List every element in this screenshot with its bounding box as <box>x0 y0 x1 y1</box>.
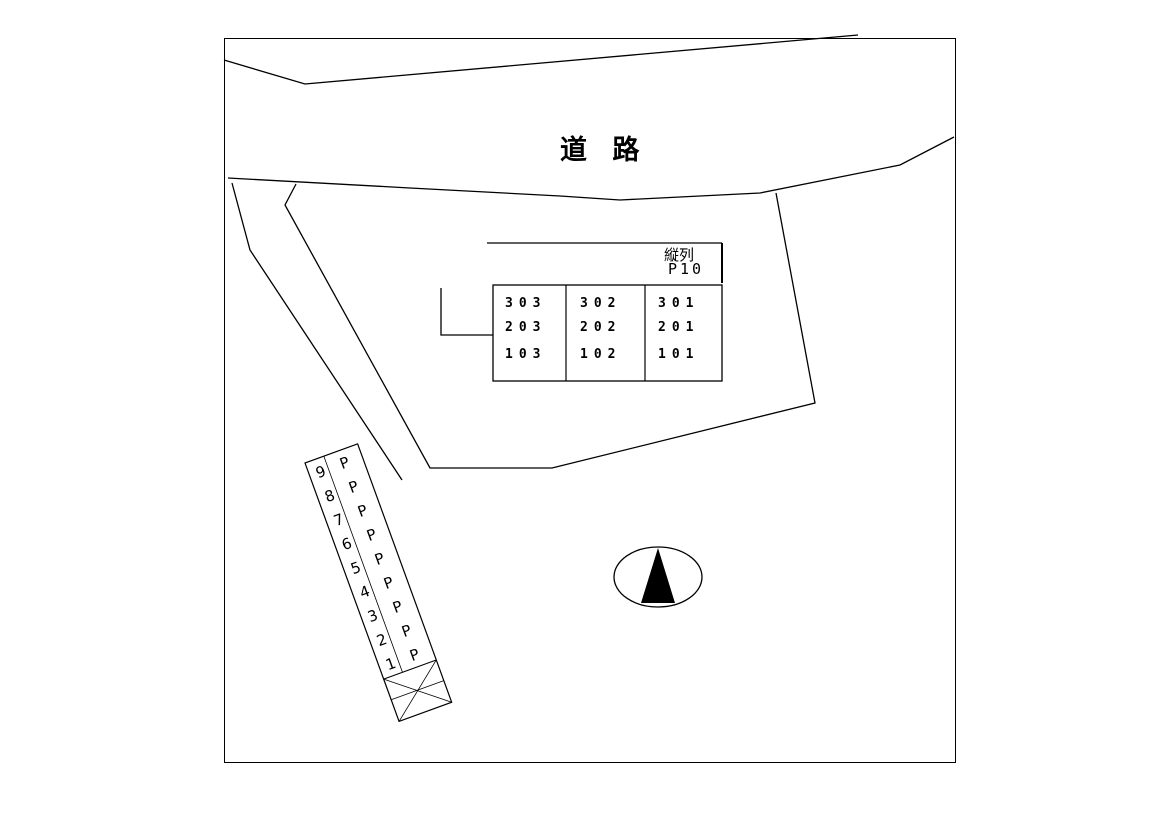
parking-note: 縦列 <box>664 246 695 264</box>
unit-label: 303 <box>505 296 547 311</box>
unit-label: 301 <box>658 296 700 311</box>
parking-strip <box>304 443 453 723</box>
unit-label: 202 <box>580 320 622 335</box>
entrance-line <box>440 288 493 336</box>
unit-label: 102 <box>580 347 622 362</box>
unit-label: 302 <box>580 296 622 311</box>
unit-label: 101 <box>658 347 700 362</box>
road-lower-edge <box>227 136 955 201</box>
map-frame <box>224 38 956 763</box>
lot-line-left <box>231 182 403 481</box>
site-boundary <box>284 183 816 469</box>
road-label: 道 路 <box>560 135 648 166</box>
unit-label: 201 <box>658 320 700 335</box>
parking-count: P10 <box>668 260 705 278</box>
unit-label: 103 <box>505 347 547 362</box>
building <box>492 284 723 382</box>
north-arrow-icon <box>613 546 703 608</box>
road-upper-edge <box>223 34 859 85</box>
unit-label: 203 <box>505 320 547 335</box>
